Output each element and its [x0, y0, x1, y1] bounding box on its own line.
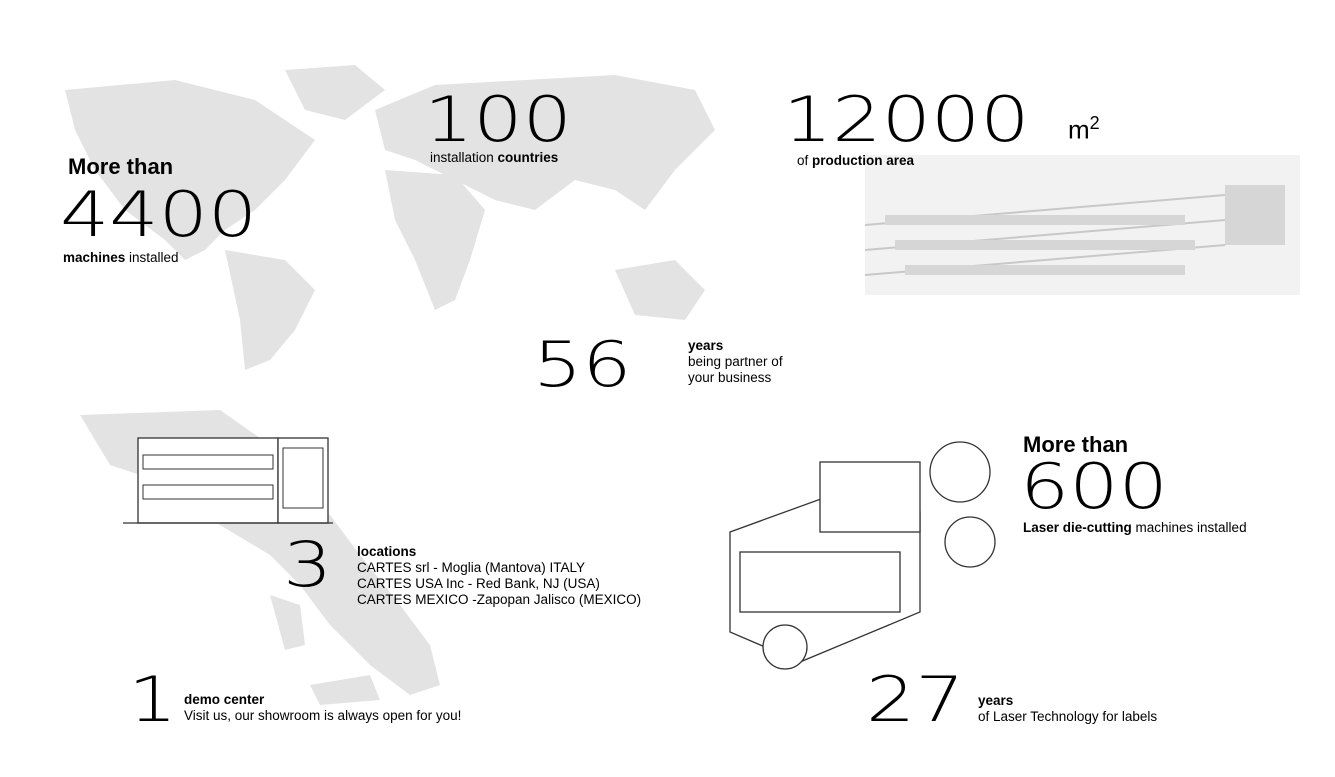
building-illustration [123, 437, 333, 524]
laser-prefix: More than [1023, 432, 1129, 457]
laser-label: Laser die-cutting machines installed [1023, 520, 1247, 535]
machines-prefix: More than [68, 154, 174, 179]
years-laser-number: 27 [866, 663, 965, 736]
countries-number: 100 [424, 83, 572, 156]
laser-number: 600 [1020, 450, 1168, 523]
demo-number: 1 [128, 663, 178, 736]
location-item: CARTES srl - Moglia (Mantova) ITALY [357, 560, 586, 575]
machines-label: machines installed [63, 250, 179, 265]
locations-label: locations CARTES srl - Moglia (Mantova) … [357, 544, 642, 607]
location-item: CARTES USA Inc - Red Bank, NJ (USA) [357, 576, 600, 591]
years-partner-number: 56 [533, 328, 632, 401]
locations-number: 3 [283, 528, 333, 601]
location-item: CARTES MEXICO -Zapopan Jalisco (MEXICO) [357, 592, 642, 607]
machines-number: 4400 [60, 178, 258, 251]
area-number: 12000 [783, 83, 1030, 156]
area-unit: m2 [1068, 113, 1100, 145]
area-label: of production area [797, 153, 915, 168]
world-map-graphic [65, 65, 715, 370]
laser-machine-illustration [729, 441, 996, 670]
factory-photo [865, 155, 1300, 295]
countries-label: installation countries [430, 150, 559, 165]
